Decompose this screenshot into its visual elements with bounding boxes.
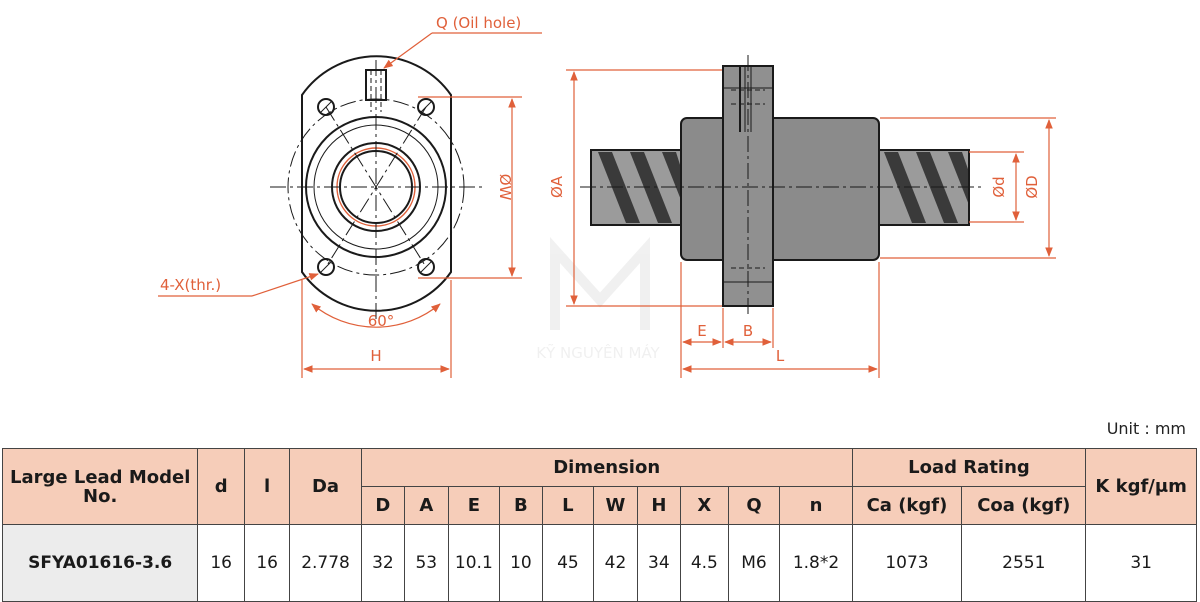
- col-Q: Q: [727, 486, 781, 525]
- dim-e-label: E: [697, 322, 706, 340]
- side-view: [580, 55, 985, 318]
- mounting-hole: [317, 258, 335, 276]
- col-d: d: [197, 448, 245, 525]
- col-load-rating: Load Rating: [851, 448, 1087, 487]
- header-row: Large Lead Model No. d l Da Dimension Lo…: [1, 448, 1197, 525]
- col-X: X: [680, 486, 729, 525]
- cell-X: 4.5: [680, 524, 729, 602]
- cell-d: 16: [197, 524, 245, 602]
- cell-coa: 2551: [961, 524, 1087, 602]
- col-dimension: Dimension: [360, 448, 853, 487]
- dim-d-small-label: Ød: [990, 176, 1008, 197]
- unit-label: Unit : mm: [1106, 419, 1186, 438]
- cell-A: 53: [404, 524, 449, 602]
- col-n: n: [779, 486, 853, 525]
- cell-ca: 1073: [851, 524, 963, 602]
- cell-n: 1.8*2: [779, 524, 853, 602]
- side-dimensions: ØA Ød ØD E B L: [548, 69, 1056, 378]
- angle-label: 60°: [368, 312, 395, 330]
- col-H: H: [636, 486, 682, 525]
- dim-w-label: ØW: [496, 174, 514, 201]
- col-ca: Ca (kgf): [851, 486, 963, 525]
- holes-label: 4-X(thr.): [160, 276, 221, 294]
- cell-da: 2.778: [289, 524, 362, 602]
- front-dimensions: Q (Oil hole) ØW 4-X(thr.) 60° H: [158, 14, 542, 378]
- cell-L: 45: [541, 524, 595, 602]
- front-view: [270, 55, 482, 322]
- dim-b-label: B: [743, 322, 753, 340]
- oil-hole-label: Q (Oil hole): [436, 14, 521, 32]
- col-k: K kgf/μm: [1085, 448, 1197, 525]
- col-W: W: [593, 486, 638, 525]
- col-B: B: [499, 486, 543, 525]
- cell-B: 10: [499, 524, 543, 602]
- col-model: Large Lead Model No.: [1, 448, 199, 525]
- col-A: A: [404, 486, 449, 525]
- col-L: L: [541, 486, 595, 525]
- col-D: D: [360, 486, 406, 525]
- cell-H: 34: [636, 524, 682, 602]
- ball-screw-drawing: KỸ NGUYÊN MÁY: [158, 14, 1056, 378]
- cell-W: 42: [593, 524, 638, 602]
- watermark: KỸ NGUYÊN MÁY: [536, 236, 661, 362]
- watermark-text: KỸ NGUYÊN MÁY: [536, 343, 660, 362]
- cell-D: 32: [360, 524, 406, 602]
- col-da: Da: [289, 448, 362, 525]
- dim-d-big-label: ØD: [1023, 175, 1041, 198]
- col-coa: Coa (kgf): [961, 486, 1087, 525]
- dim-a-label: ØA: [548, 175, 566, 198]
- mounting-hole: [417, 258, 435, 276]
- cell-k: 31: [1085, 524, 1197, 602]
- cell-E: 10.1: [447, 524, 501, 602]
- table-row: SFYA01616-3.6 16 16 2.778 32 53 10.1 10 …: [1, 524, 1197, 602]
- spec-table: Large Lead Model No. d l Da Dimension Lo…: [1, 448, 1197, 602]
- col-l: l: [243, 448, 291, 525]
- cell-model: SFYA01616-3.6: [1, 524, 199, 602]
- sub-header-row: D A E B L W H X Q n Ca (kgf) Coa (kgf): [3, 486, 1197, 525]
- col-E: E: [447, 486, 501, 525]
- dim-h-label: H: [370, 347, 381, 365]
- cell-Q: M6: [727, 524, 781, 602]
- dim-l-label: L: [776, 347, 785, 365]
- cell-l: 16: [243, 524, 291, 602]
